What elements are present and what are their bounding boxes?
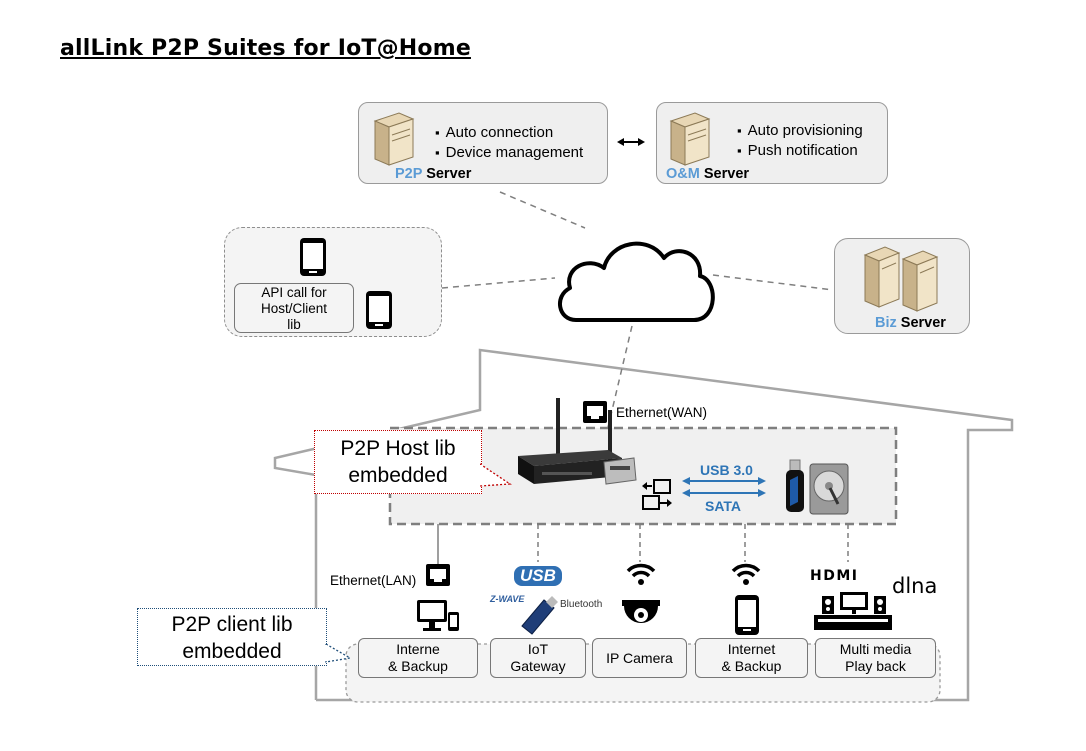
router-icon	[518, 398, 637, 485]
smartphone-icon	[735, 595, 759, 635]
p2p-cloud-connector	[499, 191, 586, 229]
monitor-icon	[417, 600, 459, 631]
hard-disk-icon	[809, 463, 849, 515]
server-icon	[373, 112, 415, 166]
hdmi-logo: HDMI	[810, 568, 859, 584]
ethernet-lan-label: Ethernet(LAN)	[330, 573, 417, 588]
p2p-server-box: Auto connection Device management P2P Se…	[358, 102, 608, 184]
cloud-router-connector	[604, 325, 633, 441]
client-label-pointer	[324, 642, 352, 663]
zwave-logo: Z-WAVE	[490, 594, 525, 604]
usb-drive-icon	[786, 459, 804, 512]
p2p-server-label: P2P Server	[395, 166, 472, 182]
usb-dongle-icon	[521, 596, 558, 635]
api-box: API call for Host/Client lib	[224, 227, 442, 337]
transfer-icon	[642, 479, 672, 510]
smartphone-icon	[366, 291, 392, 329]
sata-label: SATA	[705, 498, 742, 514]
bluetooth-logo: Bluetooth	[560, 599, 603, 610]
om-server-box: Auto provisioning Push notification O&M …	[656, 102, 888, 184]
biz-cloud-connector	[712, 274, 834, 291]
om-bullet-1: Auto provisioning	[737, 121, 863, 141]
ethernet-port-icon	[426, 564, 450, 586]
p2p-bullet-1: Auto connection	[435, 123, 583, 143]
page-title: allLink P2P Suites for IoT@Home	[60, 36, 471, 61]
server-icon	[863, 246, 939, 312]
usb-logo: USB	[514, 566, 562, 586]
camera-icon	[622, 600, 660, 623]
server-icon	[669, 112, 711, 166]
smartphone-icon	[300, 238, 326, 276]
server-link-arrow	[617, 138, 645, 146]
bidirectional-arrows	[682, 477, 766, 497]
biz-server-box: Biz Server	[834, 238, 970, 334]
api-call-label: API call for Host/Client lib	[234, 283, 354, 333]
p2p-bullet-2: Device management	[435, 143, 584, 163]
om-bullet-2: Push notification	[737, 141, 863, 161]
api-cloud-connector	[441, 277, 556, 289]
host-lib-label: P2P Host lib embedded	[314, 430, 482, 494]
ethernet-port-icon	[583, 401, 607, 423]
wifi-icon	[731, 563, 761, 585]
om-server-label: O&M Server	[666, 166, 750, 182]
usb-label: USB 3.0	[700, 462, 753, 478]
dlna-logo: dlna	[892, 574, 938, 598]
device-internet-backup-2: Internet& Backup	[695, 638, 808, 678]
client-lib-label: P2P client lib embedded	[137, 608, 327, 666]
biz-server-label: Biz Server	[875, 315, 946, 331]
device-ip-camera: IP Camera	[592, 638, 687, 678]
device-internet-backup: Interne& Backup	[358, 638, 478, 678]
host-label-pointer	[480, 463, 512, 487]
house-outline	[273, 348, 1014, 702]
ethernet-wan-label: Ethernet(WAN)	[616, 405, 708, 420]
cloud-icon	[558, 241, 715, 322]
wifi-icon	[626, 563, 656, 585]
tv-stand-icon	[814, 592, 892, 630]
